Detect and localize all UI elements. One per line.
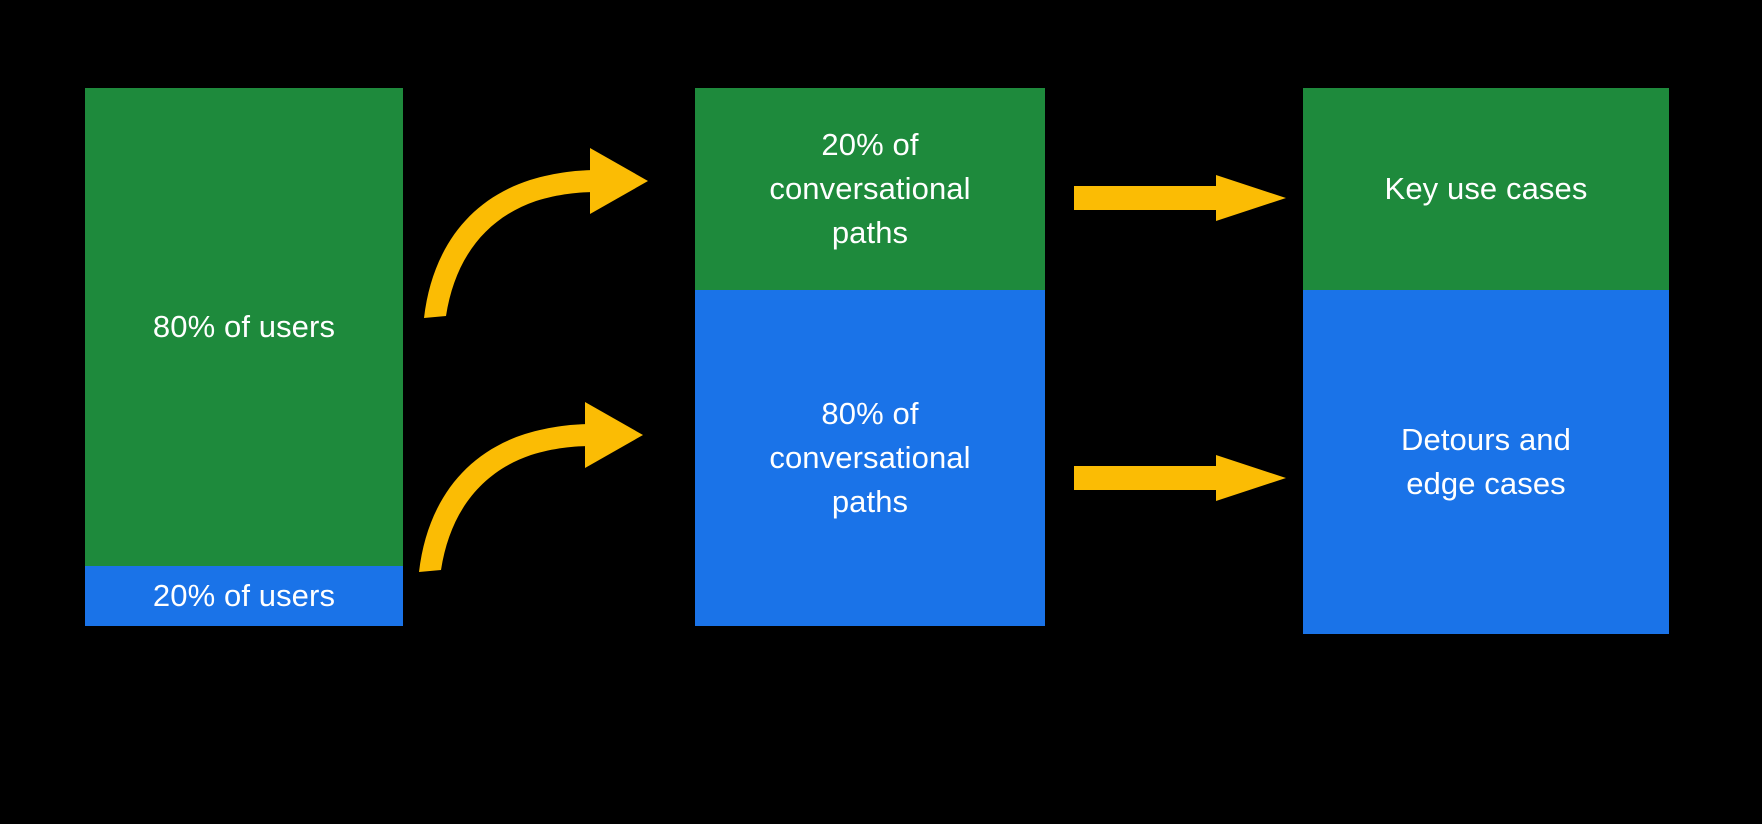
segment-label: Detours and edge cases bbox=[1401, 421, 1571, 501]
segment-label: 20% of users bbox=[152, 577, 336, 613]
curved-arrow-users-to-bottom-paths-icon bbox=[419, 402, 643, 572]
straight-arrow-bottom-paths-to-detours-icon bbox=[1074, 455, 1286, 501]
segment-80-percent-users: 80% of users bbox=[85, 88, 403, 566]
segment-label: 80% of users bbox=[152, 308, 336, 344]
segment-label: 20% of conversational paths bbox=[769, 126, 971, 250]
segment-80-percent-conversational-paths: 80% of conversational paths bbox=[695, 290, 1045, 626]
segment-20-percent-conversational-paths: 20% of conversational paths bbox=[695, 88, 1045, 290]
column-conversational-paths: 20% of conversational paths 80% of conve… bbox=[695, 88, 1045, 626]
segment-20-percent-users: 20% of users bbox=[85, 566, 403, 626]
segment-key-use-cases: Key use cases bbox=[1303, 88, 1669, 290]
segment-label: 80% of conversational paths bbox=[769, 395, 971, 519]
curved-arrow-users-to-top-paths-icon bbox=[424, 148, 648, 318]
segment-label: Key use cases bbox=[1384, 170, 1588, 206]
segment-detours-and-edge-cases: Detours and edge cases bbox=[1303, 290, 1669, 634]
column-use-cases: Key use cases Detours and edge cases bbox=[1303, 88, 1669, 634]
column-users: 80% of users 20% of users bbox=[85, 88, 403, 626]
straight-arrow-top-paths-to-key-use-cases-icon bbox=[1074, 175, 1286, 221]
